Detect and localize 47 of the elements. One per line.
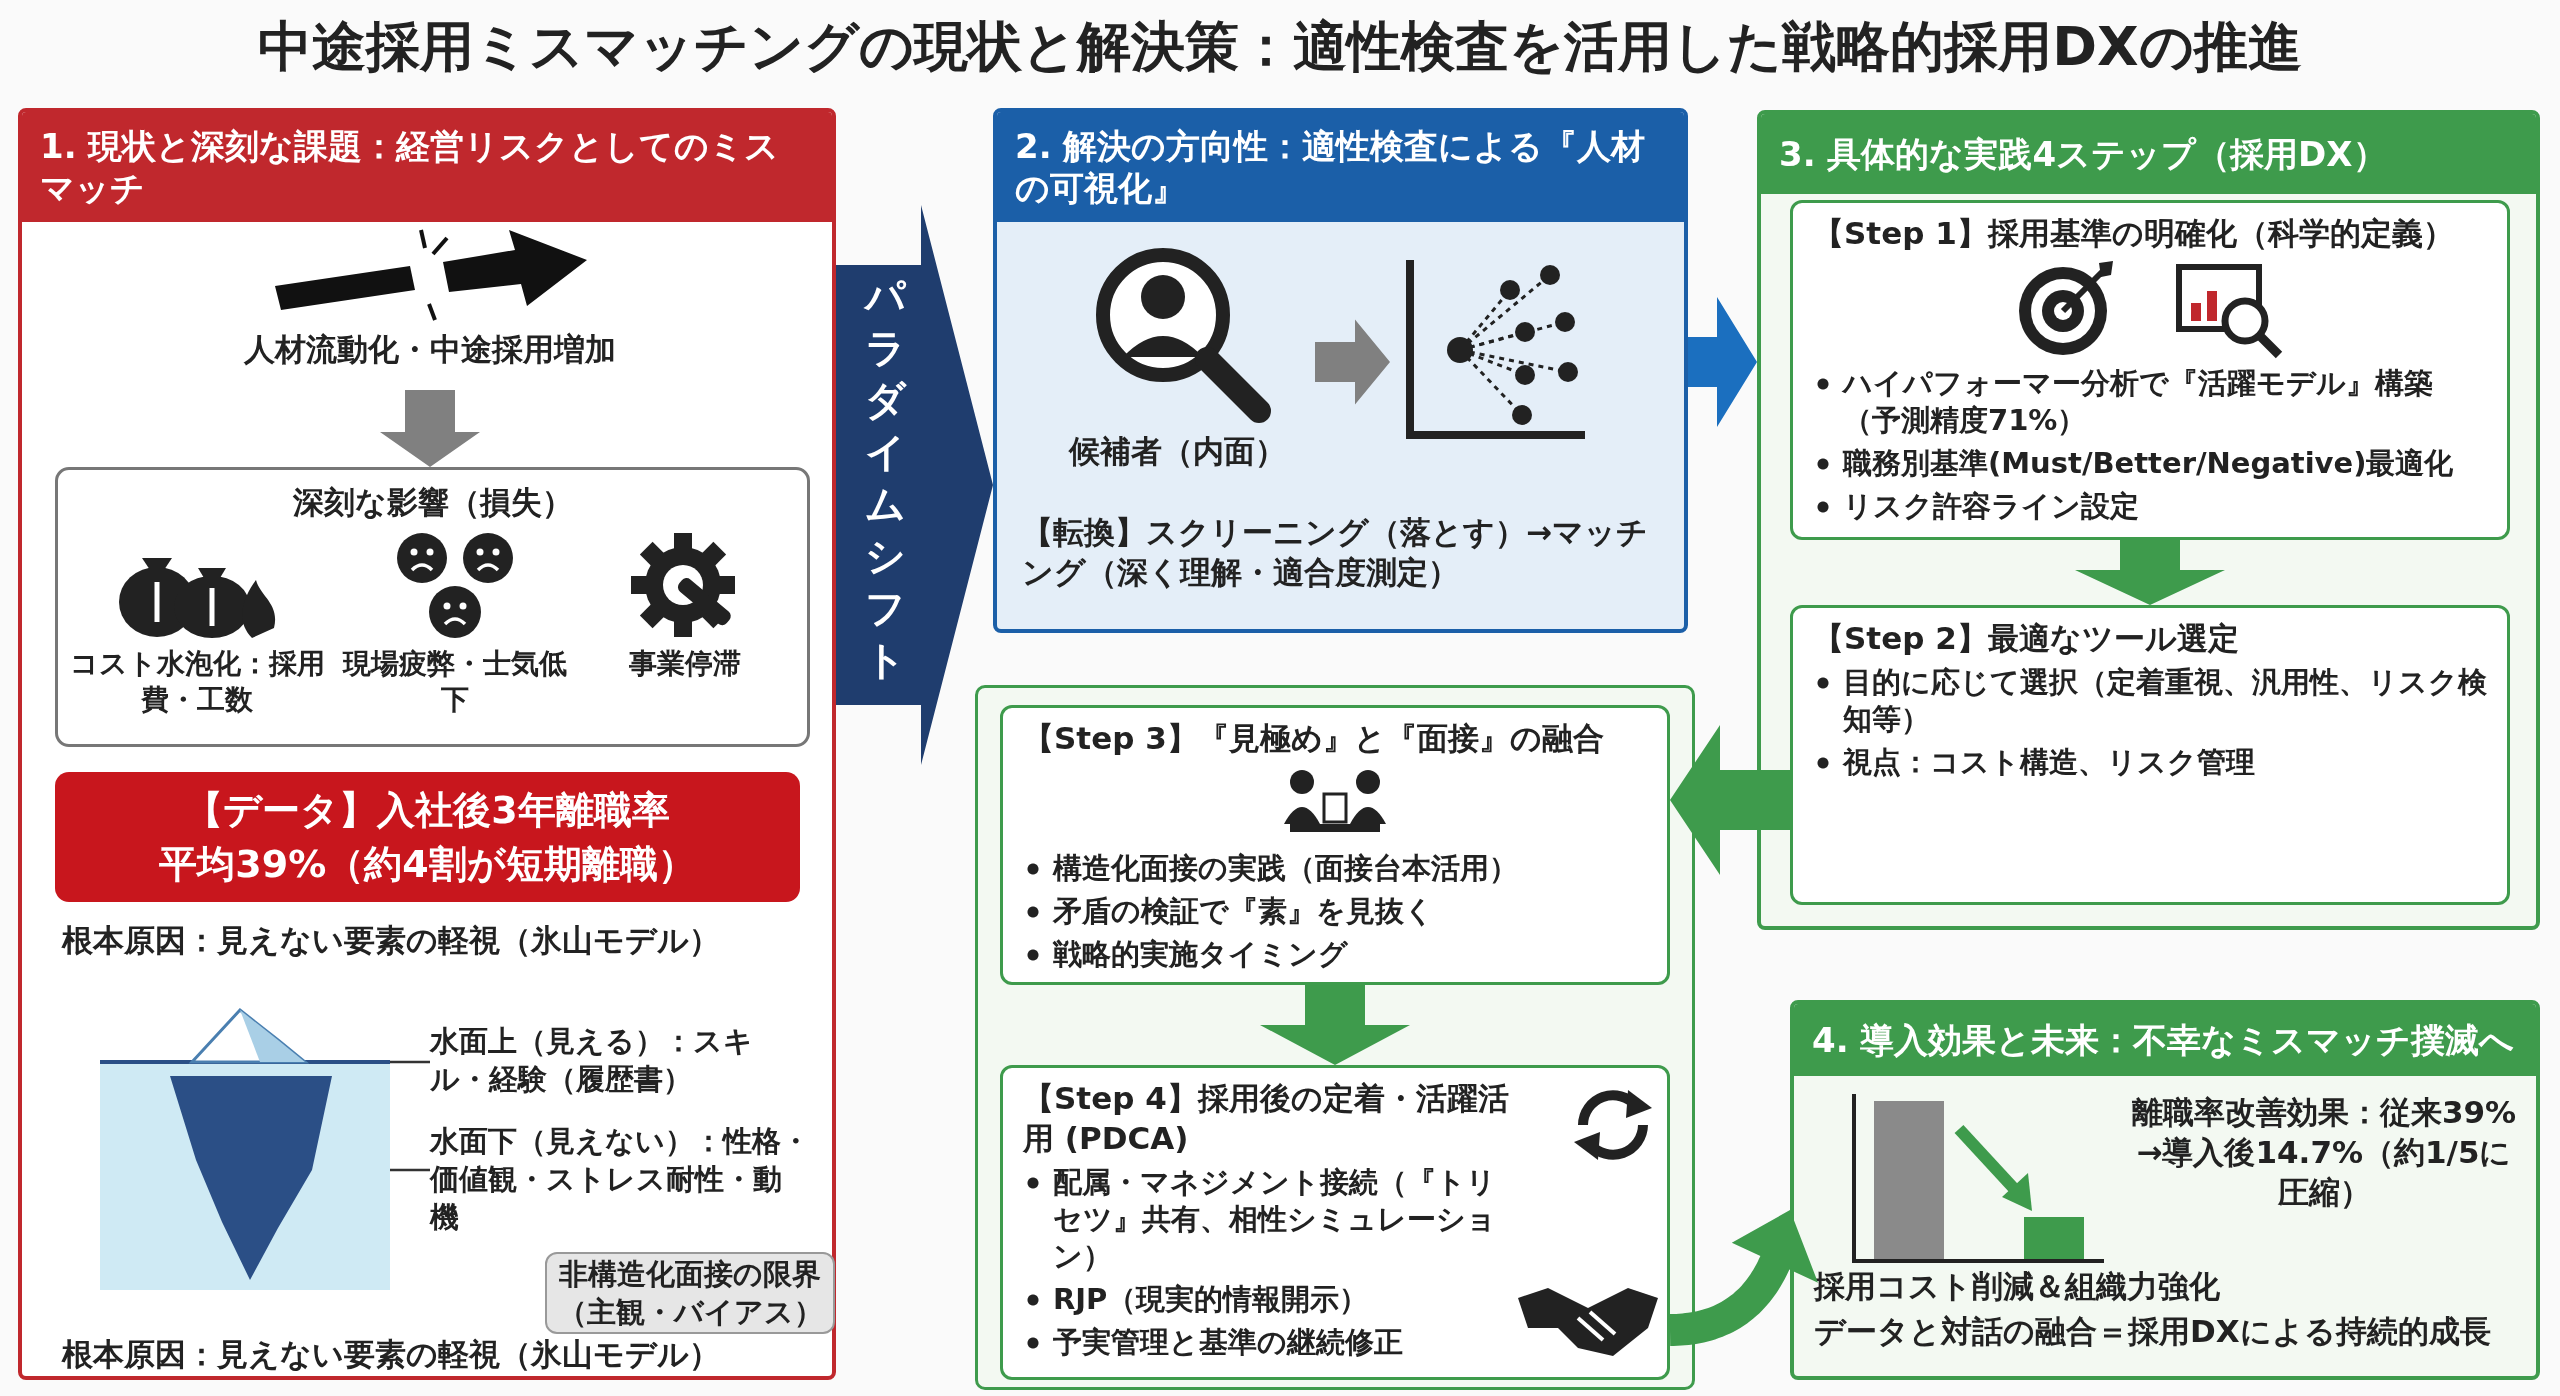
callout-note: 非構造化面接の限界（主観・バイアス） xyxy=(545,1252,835,1334)
edge-label: パラダイムシフト xyxy=(863,272,908,685)
trend-text: 人材流動化・中途採用増加 xyxy=(244,330,616,369)
cause-text: 根本原因：見えない要素の軽視（氷山モデル） xyxy=(62,921,721,960)
data-callout-box xyxy=(55,772,800,902)
annotation-text: 水面上（見える）：スキル・経験（履歴書） xyxy=(430,1022,790,1112)
step-heading: 【Step 3】『見極め』と『面接』の融合 xyxy=(1023,719,1604,758)
step-heading: 【Step 1】採用基準の明確化（科学的定義） xyxy=(1813,214,2454,253)
steps-group-box xyxy=(975,685,1695,1390)
candidate-text: 候補者（内面） xyxy=(1069,432,1286,471)
block-arrow xyxy=(1670,725,1790,875)
panel-heading: 2. 解決の方向性：適性検査による『人材の可視化』 xyxy=(997,112,1684,222)
step-card xyxy=(1790,605,2510,905)
panel-heading: 1. 現状と深刻な課題：経営リスクとしてのミスマッチ xyxy=(22,112,832,222)
leader-line xyxy=(390,1168,430,1172)
block-arrow xyxy=(1260,985,1410,1065)
block-arrow xyxy=(1315,319,1390,405)
step-heading: 【Step 4】採用後の定着・活躍活用 (PDCA) xyxy=(1023,1079,1510,1158)
step-card xyxy=(1000,1065,1670,1380)
page-title: 中途採用ミスマッチングの現状と解決策：適性検査を活用した戦略的採用DXの推進 xyxy=(257,14,2303,80)
step-card xyxy=(1790,200,2510,540)
impact-text: コスト水泡化：採用費・工数 xyxy=(68,646,326,718)
block-arrow xyxy=(380,390,480,467)
block-arrow xyxy=(836,205,993,765)
issue-panel xyxy=(18,108,836,1380)
summary-text: データと対話の融合＝採用DXによる持続的成長 xyxy=(1814,1312,2492,1351)
steps-panel xyxy=(1757,110,2540,930)
step-heading: 【Step 2】最適なツール選定 xyxy=(1813,619,2239,658)
outcome-panel xyxy=(1790,1000,2540,1380)
step-card xyxy=(1000,705,1670,985)
cause-text: 根本原因：見えない要素の軽視（氷山モデル） xyxy=(62,1335,721,1374)
impact-text: 現場疲弊・士気低下 xyxy=(341,646,568,718)
solution-panel xyxy=(993,108,1688,633)
summary-text: 採用コスト削減＆組織力強化 xyxy=(1814,1267,2221,1306)
callout-heading: 【データ】入社後3年離職率 xyxy=(185,787,670,834)
panel-heading: 4. 導入効果と未来：不幸なミスマッチ撲滅へ xyxy=(1794,1004,2536,1076)
panel-heading: 3. 具体的な実践4ステップ（採用DX） xyxy=(1761,114,2536,194)
block-arrow xyxy=(2075,540,2225,605)
annotation-text: 水面下（見えない）：性格・価値観・ストレス耐性・動機 xyxy=(430,1122,810,1247)
leader-line xyxy=(390,1060,430,1064)
result-text: 離職率改善効果：従来39% →導入後14.7%（約1/5に圧縮） xyxy=(2130,1093,2518,1212)
callout-figure: 平均39%（約4割が短期離職） xyxy=(159,841,696,888)
block-arrow xyxy=(1688,297,1757,427)
impact-box xyxy=(55,467,810,747)
impact-text: 事業停滞 xyxy=(629,646,741,682)
shift-text: 【転換】スクリーニング（落とす）→マッチング（深く理解・適合度測定） xyxy=(1022,513,1649,592)
section-heading: 深刻な影響（損失） xyxy=(291,483,574,522)
